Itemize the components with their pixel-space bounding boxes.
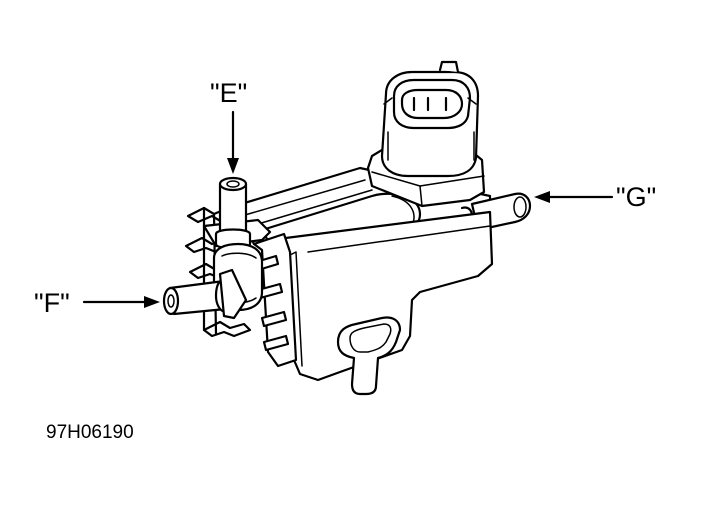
electrical-connector [380, 60, 480, 178]
port-f-flare [218, 268, 248, 320]
arrowhead-g [534, 191, 550, 203]
arrowhead-f [144, 296, 160, 308]
mounting-bracket [336, 316, 402, 396]
port-f [162, 268, 248, 320]
callout-e: "E" [210, 78, 247, 174]
housing-front-face [268, 210, 494, 382]
label-e: "E" [210, 78, 247, 108]
figure-id: 97H06190 [46, 422, 134, 443]
mounting-bracket-hole [349, 323, 392, 353]
port-e [214, 176, 252, 250]
connector-base-edge2 [419, 185, 423, 207]
label-g: "G" [616, 182, 656, 212]
connector-latch [438, 60, 460, 74]
arrowhead-e [227, 158, 239, 174]
mounting-bracket-tab [336, 316, 402, 396]
bracket-fin-low-2 [202, 320, 252, 338]
port-g-opening [513, 196, 527, 218]
connector-pin-cavity [400, 88, 464, 120]
port-e-inner [226, 180, 240, 188]
callout-f: "F" [34, 288, 160, 318]
end-plate-rib-3 [260, 310, 288, 328]
solenoid-valve [162, 60, 532, 396]
label-f: "F" [34, 288, 70, 318]
end-plate-rib-4 [262, 334, 290, 352]
port-f-opening [162, 286, 180, 316]
connector-pin [412, 96, 448, 112]
housing-back-edge [244, 179, 373, 225]
port-e-opening [218, 176, 248, 192]
connector-side-ribs [383, 97, 477, 161]
port-f-inner [167, 294, 175, 308]
callout-g: "G" [534, 182, 656, 212]
